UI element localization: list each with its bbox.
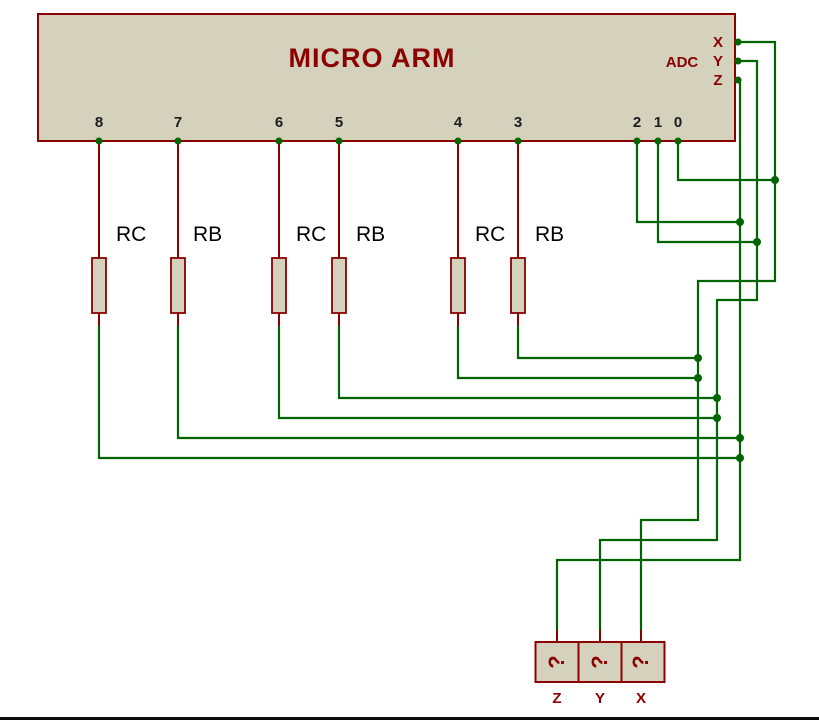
junction-dot bbox=[674, 137, 682, 145]
resistor-label-rc-1: RC bbox=[116, 223, 146, 246]
connector-y[interactable] bbox=[577, 641, 623, 683]
resistor-rc-2[interactable] bbox=[271, 257, 287, 314]
junction-dot bbox=[95, 137, 103, 145]
junction-dot bbox=[734, 76, 742, 84]
chip-pin-label-0: 0 bbox=[674, 114, 682, 131]
wire-net-y-main[interactable] bbox=[598, 59, 759, 630]
wire-net-x-res4[interactable] bbox=[456, 326, 698, 380]
connector-symbol-icon: ? bbox=[544, 655, 569, 668]
chip-pin-label-2: 2 bbox=[633, 114, 641, 131]
junction-dot bbox=[454, 137, 462, 145]
junction-dot bbox=[694, 374, 702, 382]
chip-pin-label-7: 7 bbox=[174, 114, 182, 131]
chip-pin-label-8: 8 bbox=[95, 114, 103, 131]
junction-dot bbox=[514, 137, 522, 145]
junction-dot bbox=[771, 176, 779, 184]
resistors: RC RB RC RB RC RB bbox=[91, 223, 564, 314]
wire-net-z-pin2[interactable] bbox=[635, 141, 740, 224]
connector-block: ? ? ? Z Y X bbox=[534, 630, 666, 707]
junction-dot bbox=[654, 137, 662, 145]
resistor-rc-3[interactable] bbox=[450, 257, 466, 314]
wire-net-x-main[interactable] bbox=[639, 40, 777, 630]
junction-dot bbox=[633, 137, 641, 145]
junction-dot bbox=[736, 218, 744, 226]
chip-pin-label-1: 1 bbox=[654, 114, 662, 131]
wire-net-y-res5[interactable] bbox=[337, 326, 717, 400]
chip-pin-label-4: 4 bbox=[454, 114, 463, 131]
wire-net-y-res6[interactable] bbox=[277, 326, 717, 420]
adc-label: ADC bbox=[666, 54, 699, 71]
resistor-rb-2[interactable] bbox=[331, 257, 347, 314]
wire-net-y-pin1[interactable] bbox=[656, 141, 757, 244]
junction-dot bbox=[275, 137, 283, 145]
canvas-border-bottom bbox=[0, 717, 819, 720]
adc-pin-z-label: Z bbox=[713, 72, 722, 89]
junction-dot bbox=[694, 354, 702, 362]
junction-dot bbox=[713, 414, 721, 422]
wire-net-x-pin0[interactable] bbox=[676, 141, 775, 182]
junction-dot bbox=[734, 38, 742, 46]
wire-net-z-res8[interactable] bbox=[97, 326, 740, 460]
resistor-label-rc-2: RC bbox=[296, 223, 326, 246]
chip-pin-label-3: 3 bbox=[514, 114, 522, 131]
junction-dot bbox=[736, 434, 744, 442]
resistor-rc-1[interactable] bbox=[91, 257, 107, 314]
chip-body[interactable] bbox=[37, 13, 736, 142]
connector-label-z: Z bbox=[552, 690, 561, 707]
chip-pin-label-5: 5 bbox=[335, 114, 343, 131]
connector-symbol-icon: ? bbox=[628, 655, 653, 668]
resistor-rb-3[interactable] bbox=[510, 257, 526, 314]
resistor-pin-lines bbox=[98, 141, 519, 326]
junction-dot bbox=[335, 137, 343, 145]
junction-dots bbox=[95, 38, 779, 462]
connector-label-x: X bbox=[636, 690, 646, 707]
resistor-label-rb-3: RB bbox=[535, 223, 564, 246]
wire-net-x-res3[interactable] bbox=[516, 326, 698, 360]
adc-pin-y-label: Y bbox=[713, 53, 723, 70]
junction-dot bbox=[713, 394, 721, 402]
chip-pin-label-6: 6 bbox=[275, 114, 283, 131]
micro-arm-chip: MICRO ARM ADC X Y Z 8 7 6 5 4 3 2 1 0 bbox=[37, 13, 736, 142]
resistor-label-rb-1: RB bbox=[193, 223, 222, 246]
connector-label-y: Y bbox=[595, 690, 605, 707]
junction-dot bbox=[174, 137, 182, 145]
connector-symbol-icon: ? bbox=[587, 655, 612, 668]
wire-net-z-main[interactable] bbox=[555, 78, 742, 630]
connector-x[interactable] bbox=[620, 641, 666, 683]
junction-dot bbox=[736, 454, 744, 462]
chip-title: MICRO ARM bbox=[289, 43, 456, 73]
wire-net-z-res7[interactable] bbox=[176, 326, 740, 440]
junction-dot bbox=[753, 238, 761, 246]
junction-dot bbox=[734, 57, 742, 65]
resistor-rb-1[interactable] bbox=[170, 257, 186, 314]
adc-pin-x-label: X bbox=[713, 34, 723, 51]
resistor-label-rc-3: RC bbox=[475, 223, 505, 246]
resistor-label-rb-2: RB bbox=[356, 223, 385, 246]
